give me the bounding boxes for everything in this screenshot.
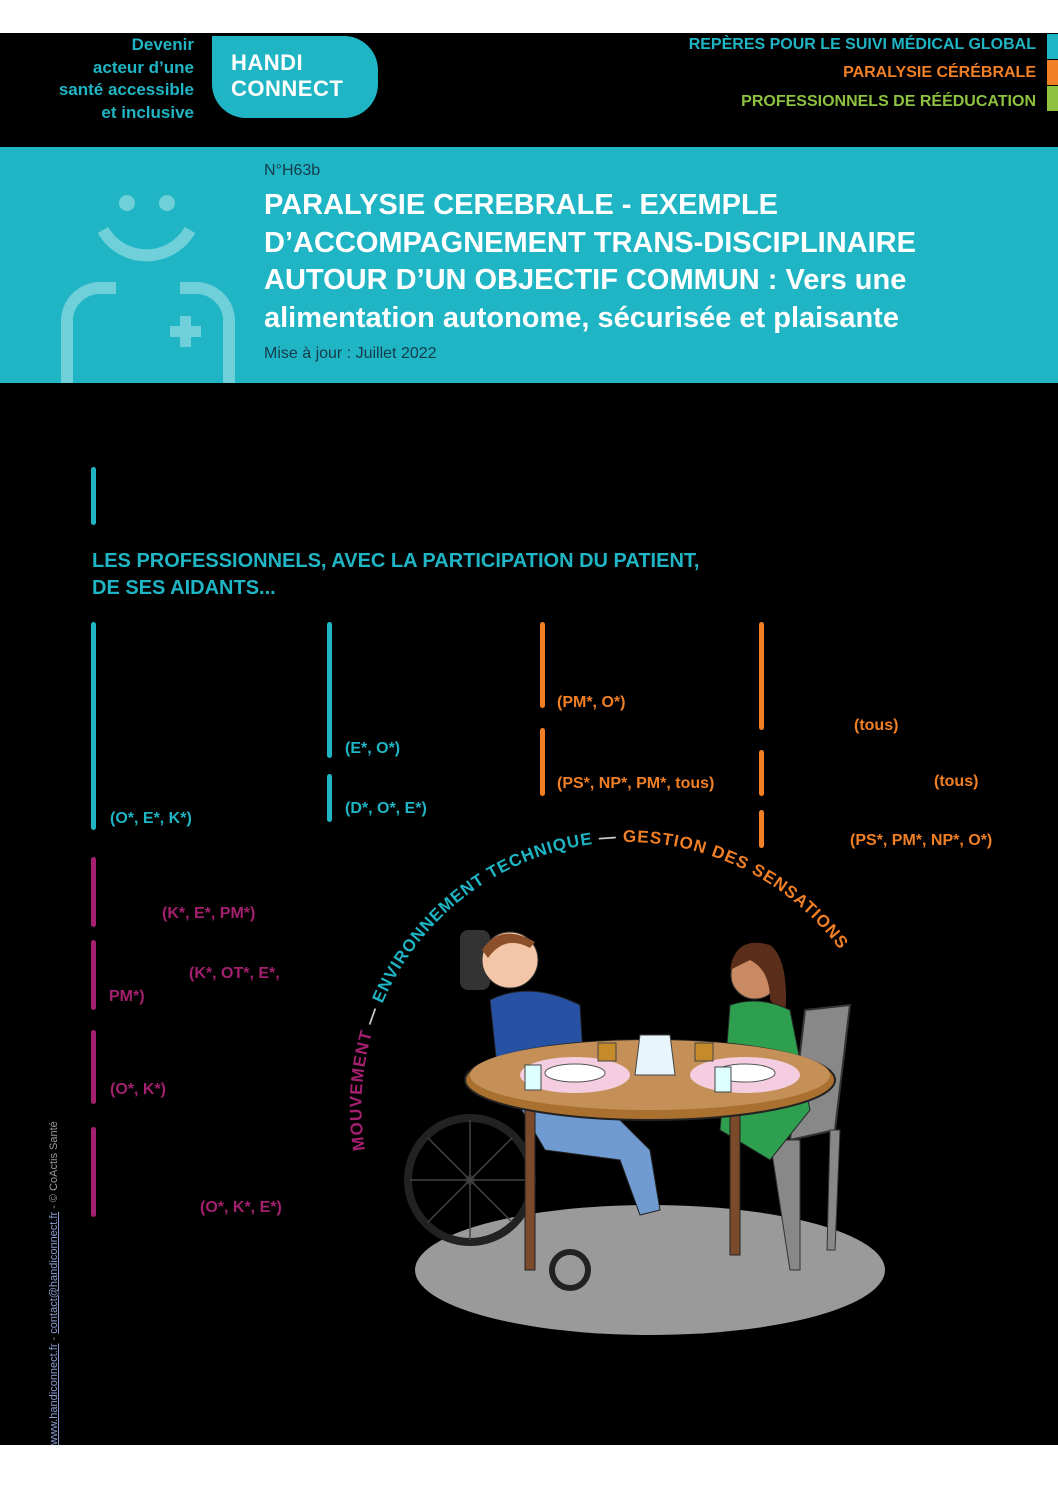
- divider-bar: [91, 622, 96, 830]
- professionals-label: (D*, O*, E*): [345, 800, 427, 817]
- category-color-bar: [1047, 86, 1058, 111]
- copyright: © CoActis Santé: [48, 1121, 60, 1203]
- tagline-line: santé accessible: [58, 80, 194, 99]
- heading-line: DE SES AIDANTS...: [92, 577, 276, 599]
- logo-text: HANDI: [231, 50, 304, 75]
- divider-bar: [327, 622, 332, 758]
- doctor-icon: [61, 195, 235, 383]
- email-link[interactable]: contact@handiconnect.fr: [48, 1211, 60, 1334]
- professionals-label: (O*, E*, K*): [110, 810, 192, 827]
- category-paralysie: PARALYSIE CÉRÉBRALE: [843, 64, 1036, 81]
- divider-bar: [91, 1030, 96, 1104]
- title-caps: PARALYSIE CEREBRALE - EXEMPLE D’ACCOMPAG…: [264, 189, 916, 296]
- category-suivi-medical: REPÈRES POUR LE SUIVI MÉDICAL GLOBAL: [688, 36, 1036, 53]
- water-jug: [634, 1034, 676, 1076]
- tagline-line: Devenir: [131, 35, 194, 54]
- page-title: PARALYSIE CEREBRALE - EXEMPLE D’ACCOMPAG…: [264, 187, 1044, 337]
- wheelchair: [460, 930, 490, 990]
- category-reeducation: PROFESSIONNELS DE RÉÉDUCATION: [741, 93, 1036, 110]
- tagline: Devenir acteur d’une santé accessible et…: [4, 34, 194, 124]
- tagline-line: et inclusive: [101, 102, 194, 122]
- handiconnect-logo[interactable]: HANDI CONNECT: [212, 36, 378, 118]
- professionals-label: (E*, O*): [345, 740, 401, 757]
- divider-bar: [91, 857, 96, 927]
- professionals-label: (O*, K*): [110, 1081, 166, 1098]
- divider-bar: [759, 622, 764, 730]
- divider-bar: [540, 622, 545, 708]
- divider-bar: [91, 1127, 96, 1217]
- divider-bar: [759, 750, 764, 796]
- category-color-bar: [1047, 60, 1058, 85]
- header-bar: [0, 33, 1058, 147]
- professionals-label: (tous): [854, 717, 899, 734]
- logo-text: CONNECT: [231, 76, 344, 101]
- professionals-label: (PS*, PM*, NP*, O*): [850, 832, 993, 849]
- professionals-label: (K*, E*, PM*): [162, 905, 256, 922]
- professionals-label: (PS*, NP*, PM*, tous): [557, 775, 715, 792]
- professionals-label: (K*, OT*, E*,: [189, 965, 280, 982]
- separator: -: [48, 1202, 60, 1212]
- floor-shadow: [415, 1205, 885, 1335]
- update-date: Mise à jour : Juillet 2022: [264, 345, 437, 362]
- divider-bar: [540, 728, 545, 796]
- divider-bar: [91, 940, 96, 1010]
- website-link[interactable]: www.handiconnect.fr: [48, 1343, 60, 1446]
- table: [524, 1094, 536, 1271]
- section-heading: LES PROFESSIONNELS, AVEC LA PARTICIPATIO…: [92, 548, 699, 602]
- title-subject: Vers une alimentation autonome, sécurisé…: [264, 264, 907, 334]
- separator: -: [48, 1333, 60, 1344]
- professionals-label: (O*, K*, E*): [200, 1199, 282, 1216]
- divider-bar: [327, 774, 332, 822]
- professionals-label: (PM*, O*): [557, 694, 626, 711]
- heading-line: LES PROFESSIONNELS, AVEC LA PARTICIPATIO…: [92, 550, 700, 572]
- category-color-bar: [1047, 34, 1058, 59]
- professionals-label: PM*): [109, 988, 145, 1005]
- footer-credits: www.handiconnect.fr - contact@handiconne…: [48, 1121, 60, 1445]
- divider-bar: [759, 810, 764, 848]
- tagline-line: acteur d’une: [92, 57, 194, 77]
- professionals-label: (tous): [934, 773, 979, 790]
- title-banner: [0, 147, 1058, 383]
- section-marker: [91, 467, 96, 525]
- document-number: N°H63b: [264, 162, 321, 179]
- meal-illustration: MOUVEMENT — ENVIRONNEMENT TECHNIQUE — GE…: [346, 830, 885, 1335]
